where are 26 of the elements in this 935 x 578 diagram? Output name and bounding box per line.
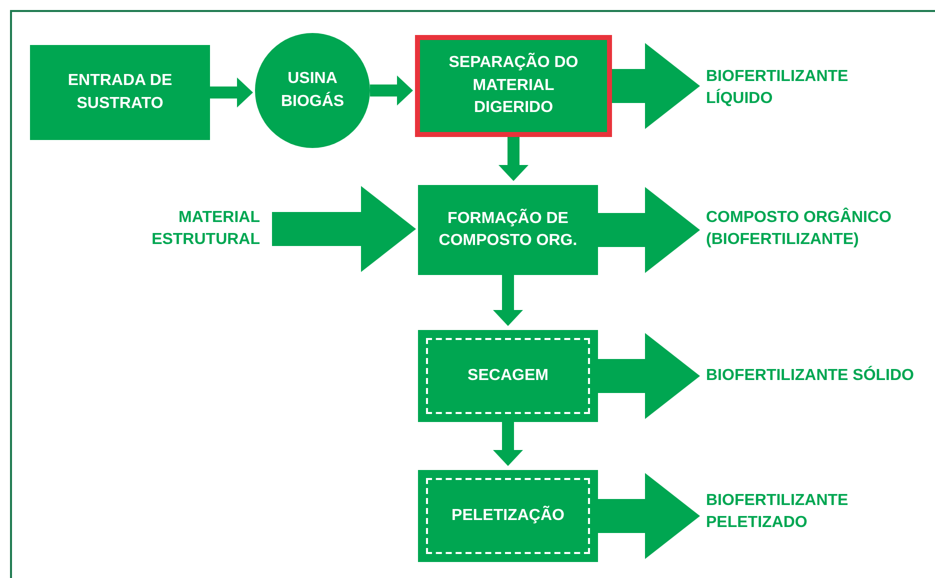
arrow xyxy=(370,76,413,106)
arrow xyxy=(493,275,523,326)
arrow xyxy=(598,187,700,273)
node-text: SEPARAÇÃO DO MATERIAL DIGERIDO xyxy=(448,52,580,118)
arrow xyxy=(598,333,700,419)
output-label: BIOFERTILIZANTE PELETIZADO xyxy=(706,488,916,536)
node-text: PELETIZAÇÃO xyxy=(452,504,564,526)
node-text: FORMAÇÃO DE COMPOSTO ORG. xyxy=(438,208,578,251)
node-text: USINA BIOGÁS xyxy=(280,69,346,112)
input-label: MATERIAL ESTRUTURAL xyxy=(110,204,260,254)
output-label: BIOFERTILIZANTE SÓLIDO xyxy=(706,352,916,400)
arrow xyxy=(612,43,700,129)
node-text: ENTRADA DE SUSTRATO xyxy=(66,71,174,114)
node-text: SECAGEM xyxy=(468,366,548,386)
process-box xyxy=(418,185,598,275)
arrow xyxy=(498,137,528,181)
arrow xyxy=(210,78,253,108)
process-box xyxy=(418,330,598,422)
output-label: BIOFERTILIZANTE LÍQUIDO xyxy=(706,64,916,112)
arrow xyxy=(598,473,700,559)
process-box xyxy=(415,35,612,137)
arrow xyxy=(272,186,416,272)
process-box xyxy=(418,470,598,562)
process-box xyxy=(30,45,210,140)
output-label: COMPOSTO ORGÂNICO (BIOFERTILIZANTE) xyxy=(706,204,931,254)
arrow xyxy=(493,422,523,466)
